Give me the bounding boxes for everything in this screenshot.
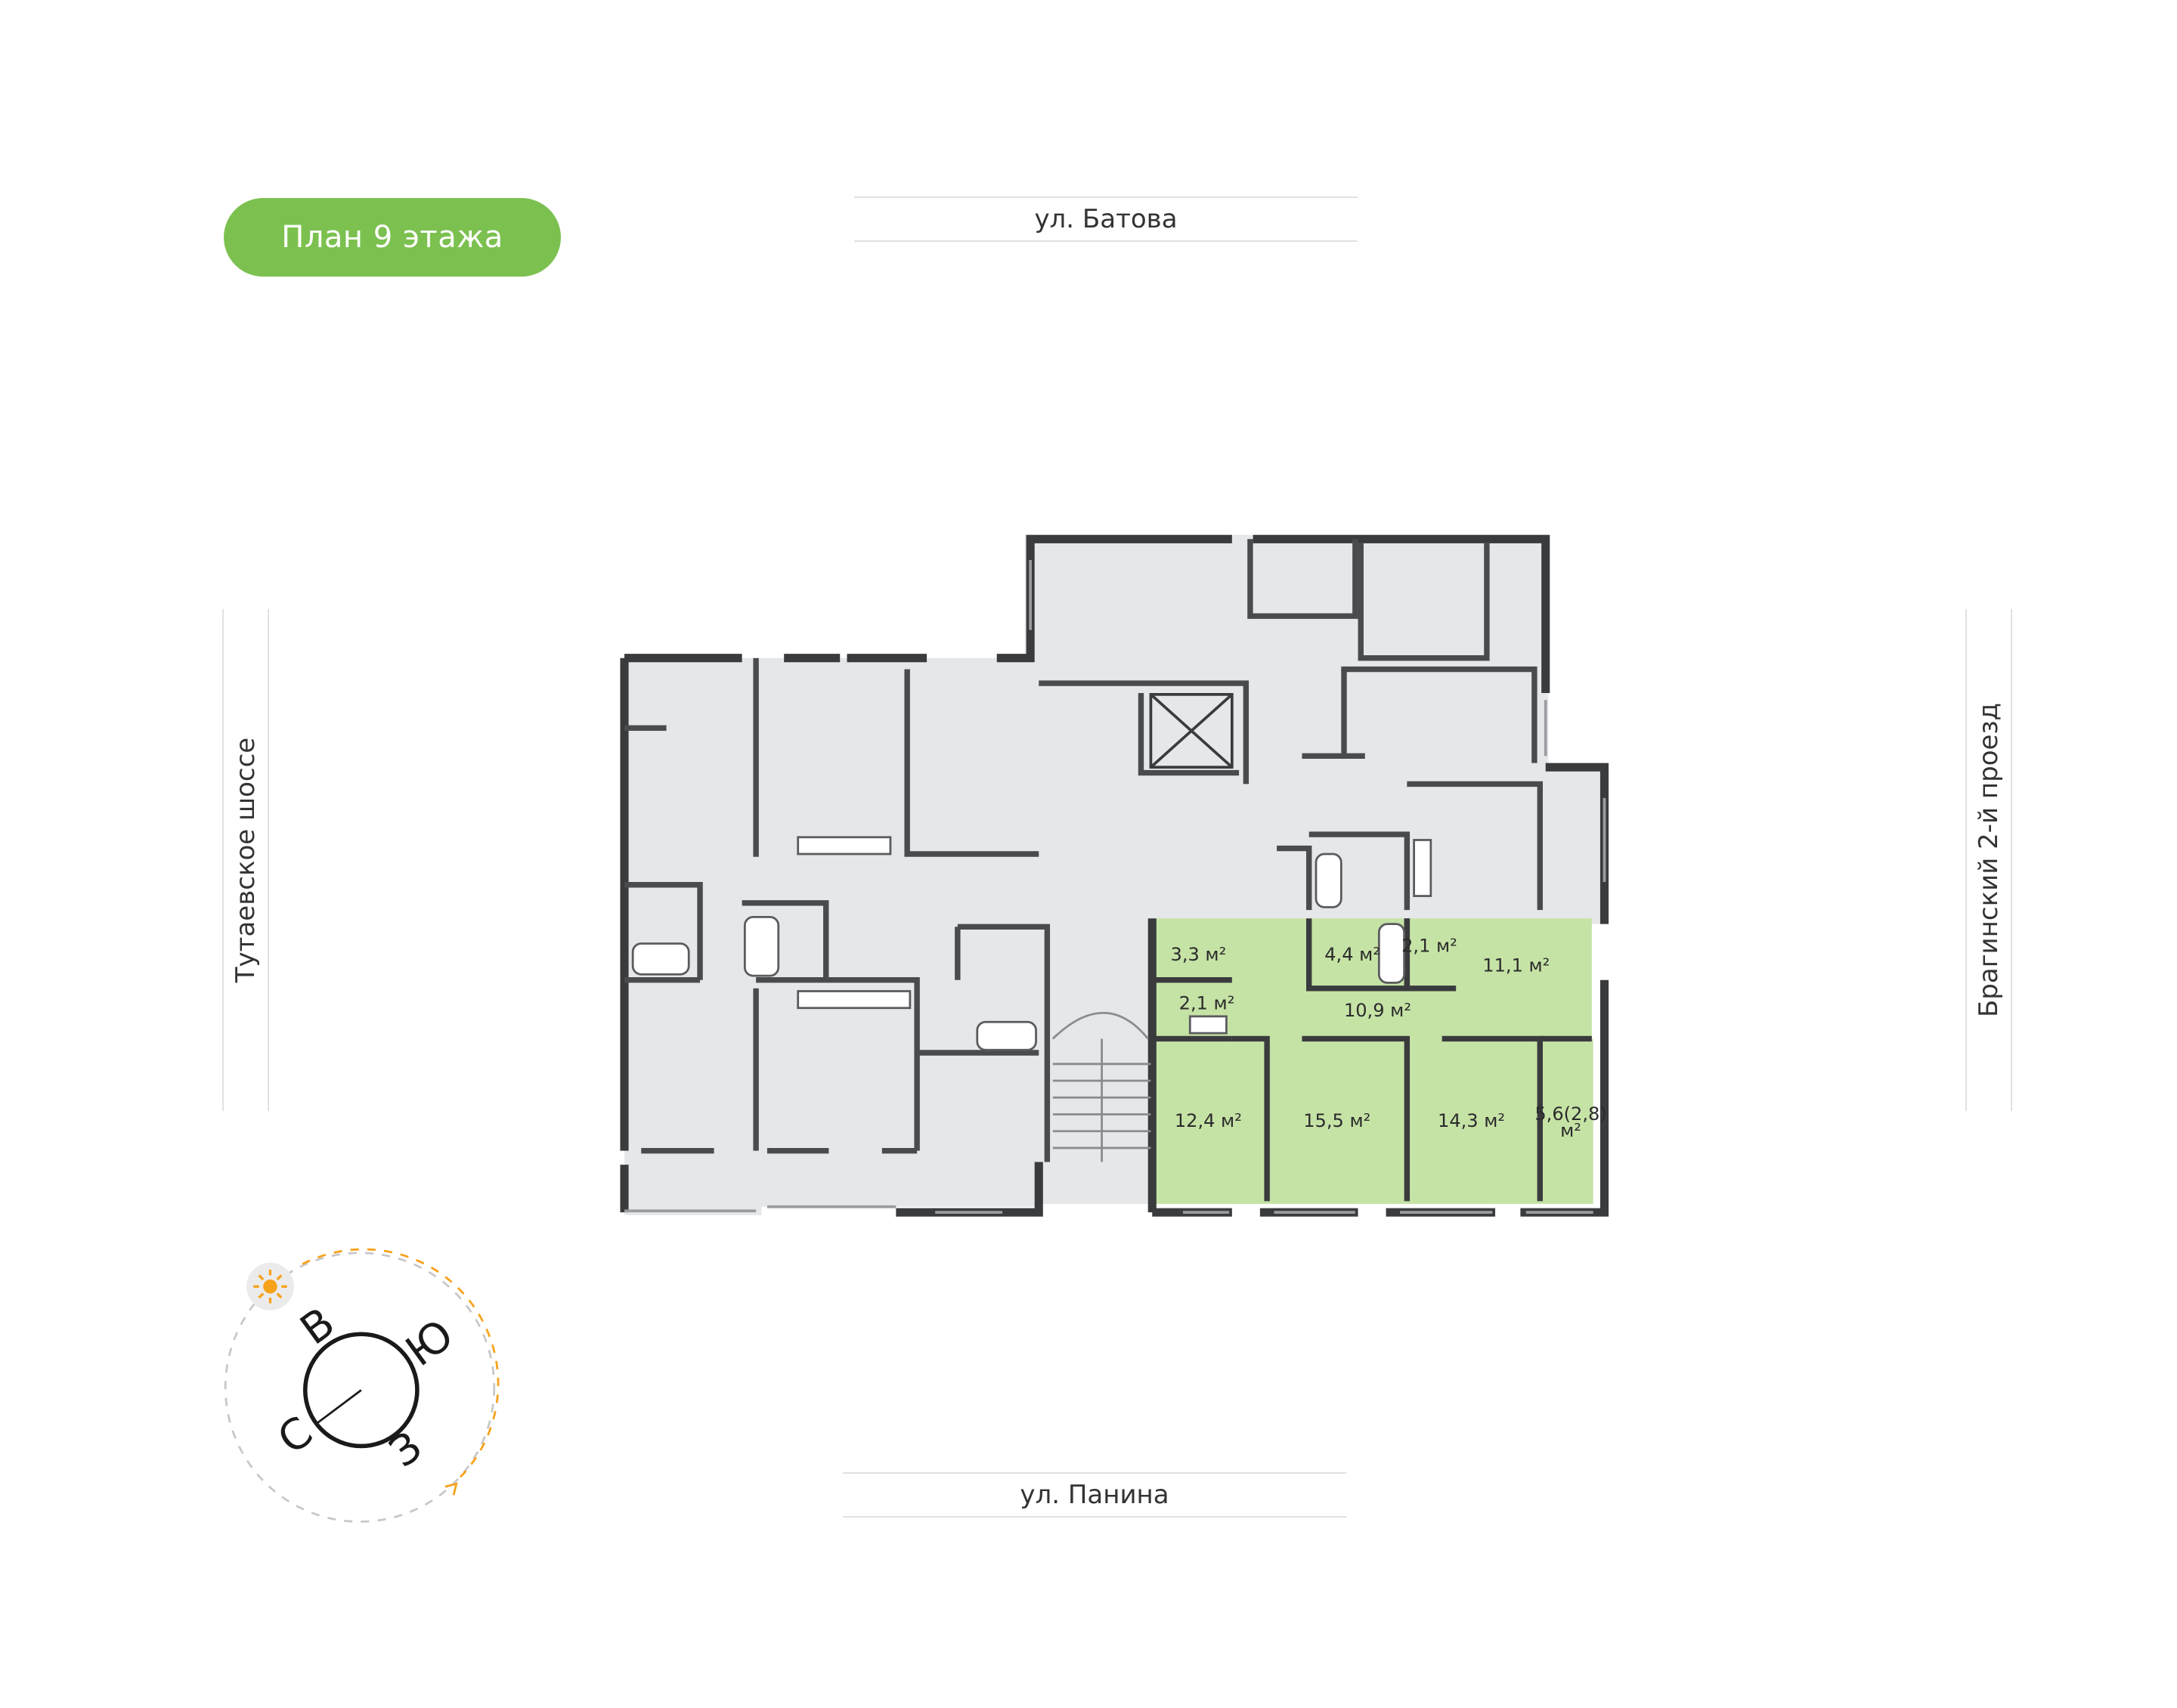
area-room-1: 12,4 м² bbox=[1175, 1110, 1242, 1131]
floor-title: План 9 этажа bbox=[281, 220, 503, 255]
windows bbox=[624, 560, 1606, 1214]
elevator bbox=[1149, 693, 1234, 769]
selected-apartment[interactable] bbox=[1152, 918, 1593, 1205]
area-hall: 3,3 м² bbox=[1171, 944, 1227, 965]
area-labels: 3,3 м² 4,4 м² 2,1 м² 11,1 м² 10,9 м² 2,1… bbox=[1171, 936, 1607, 1141]
area-wc-left: 2,1 м² bbox=[1179, 993, 1235, 1014]
area-kitchen: 11,1 м² bbox=[1482, 955, 1550, 976]
sun-icon bbox=[246, 1262, 294, 1310]
area-wc-top: 2,1 м² bbox=[1401, 936, 1457, 957]
stairwell bbox=[1051, 1012, 1151, 1162]
area-corridor: 10,9 м² bbox=[1344, 1000, 1411, 1021]
area-room-2: 15,5 м² bbox=[1303, 1110, 1370, 1131]
compass: В Ю С З bbox=[224, 1248, 500, 1523]
street-left: Тутаевское шоссе bbox=[222, 609, 269, 1111]
street-top: ул. Батова bbox=[854, 196, 1358, 242]
area-room-3: 14,3 м² bbox=[1438, 1110, 1505, 1131]
street-bottom: ул. Панина bbox=[843, 1472, 1346, 1518]
area-balcony-unit: м² bbox=[1560, 1120, 1581, 1141]
area-balcony: 5,6(2,8) bbox=[1534, 1103, 1606, 1125]
fixtures bbox=[631, 836, 1432, 1051]
apartment-partitions bbox=[1152, 918, 1592, 1202]
street-right: Брагинский 2-й проезд bbox=[1965, 609, 2012, 1111]
area-bathroom: 4,4 м² bbox=[1324, 944, 1380, 965]
street-bottom-label: ул. Панина bbox=[1020, 1480, 1169, 1510]
interior-walls bbox=[624, 539, 1544, 1162]
floor-badge: План 9 этажа bbox=[224, 198, 561, 277]
street-top-label: ул. Батова bbox=[1034, 204, 1178, 234]
